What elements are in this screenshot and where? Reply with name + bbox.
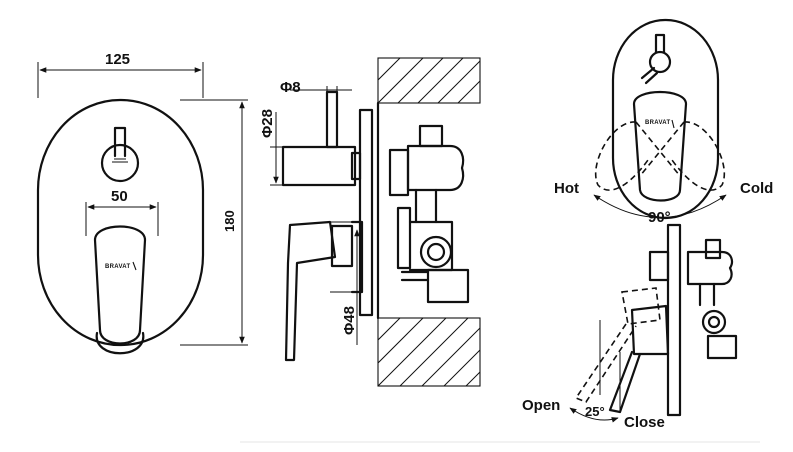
rotation-view: BRAVAT Hot Cold 90° bbox=[554, 18, 773, 226]
tilt-escutcheon bbox=[666, 223, 682, 417]
open-label: Open bbox=[522, 397, 560, 414]
tilt-angle-arc bbox=[569, 407, 619, 423]
height-dimension-label: 180 bbox=[222, 210, 237, 232]
tilt-lever-close-position bbox=[630, 304, 670, 356]
diverter-mark-icon bbox=[112, 158, 128, 163]
rotation-angle-label: 90° bbox=[648, 209, 671, 226]
lever-width-dimension-label: 50 bbox=[111, 188, 128, 205]
wall-section-top bbox=[377, 57, 481, 104]
rotation-diverter-knob bbox=[648, 50, 672, 74]
rotation-escutcheon bbox=[611, 18, 720, 220]
side-escutcheon bbox=[358, 108, 374, 317]
close-label: Close bbox=[624, 414, 665, 431]
cartridge-dimension-label: Φ28 bbox=[259, 109, 276, 138]
hot-label: Hot bbox=[554, 180, 579, 197]
width-dimension-label: 125 bbox=[105, 51, 130, 68]
rotation-brand-logo: BRAVAT bbox=[645, 120, 670, 126]
lever-tick bbox=[132, 261, 137, 271]
wall-section-bottom bbox=[377, 317, 481, 387]
cold-label: Cold bbox=[740, 180, 773, 197]
escutcheon-plate bbox=[36, 98, 205, 347]
rotation-lever bbox=[632, 90, 688, 202]
tilt-angle-label: 25° bbox=[585, 404, 605, 419]
side-spindle bbox=[325, 90, 339, 149]
front-view: BRAVAT 125 180 50 bbox=[36, 51, 248, 355]
tilt-lever-open-position bbox=[621, 287, 661, 325]
side-view: Φ8 Φ28 Φ48 bbox=[259, 57, 481, 387]
side-lever bbox=[284, 220, 337, 362]
tilt-view: Open 25° Close bbox=[522, 223, 738, 431]
rotation-angle-arc bbox=[593, 194, 727, 218]
escutcheon-dimension-label: Φ48 bbox=[341, 306, 358, 335]
lever-handle bbox=[93, 225, 147, 345]
diverter-knob bbox=[100, 143, 140, 183]
rotation-lever-hot-position bbox=[595, 121, 649, 191]
side-cartridge bbox=[281, 145, 357, 187]
spindle-dimension-label: Φ8 bbox=[280, 79, 301, 96]
diverter-stem bbox=[113, 126, 127, 158]
rotation-lever-cold-position bbox=[671, 121, 725, 191]
lever-outline bbox=[95, 331, 145, 355]
front-brand-logo: BRAVAT bbox=[105, 264, 130, 270]
valve-body bbox=[388, 124, 470, 304]
